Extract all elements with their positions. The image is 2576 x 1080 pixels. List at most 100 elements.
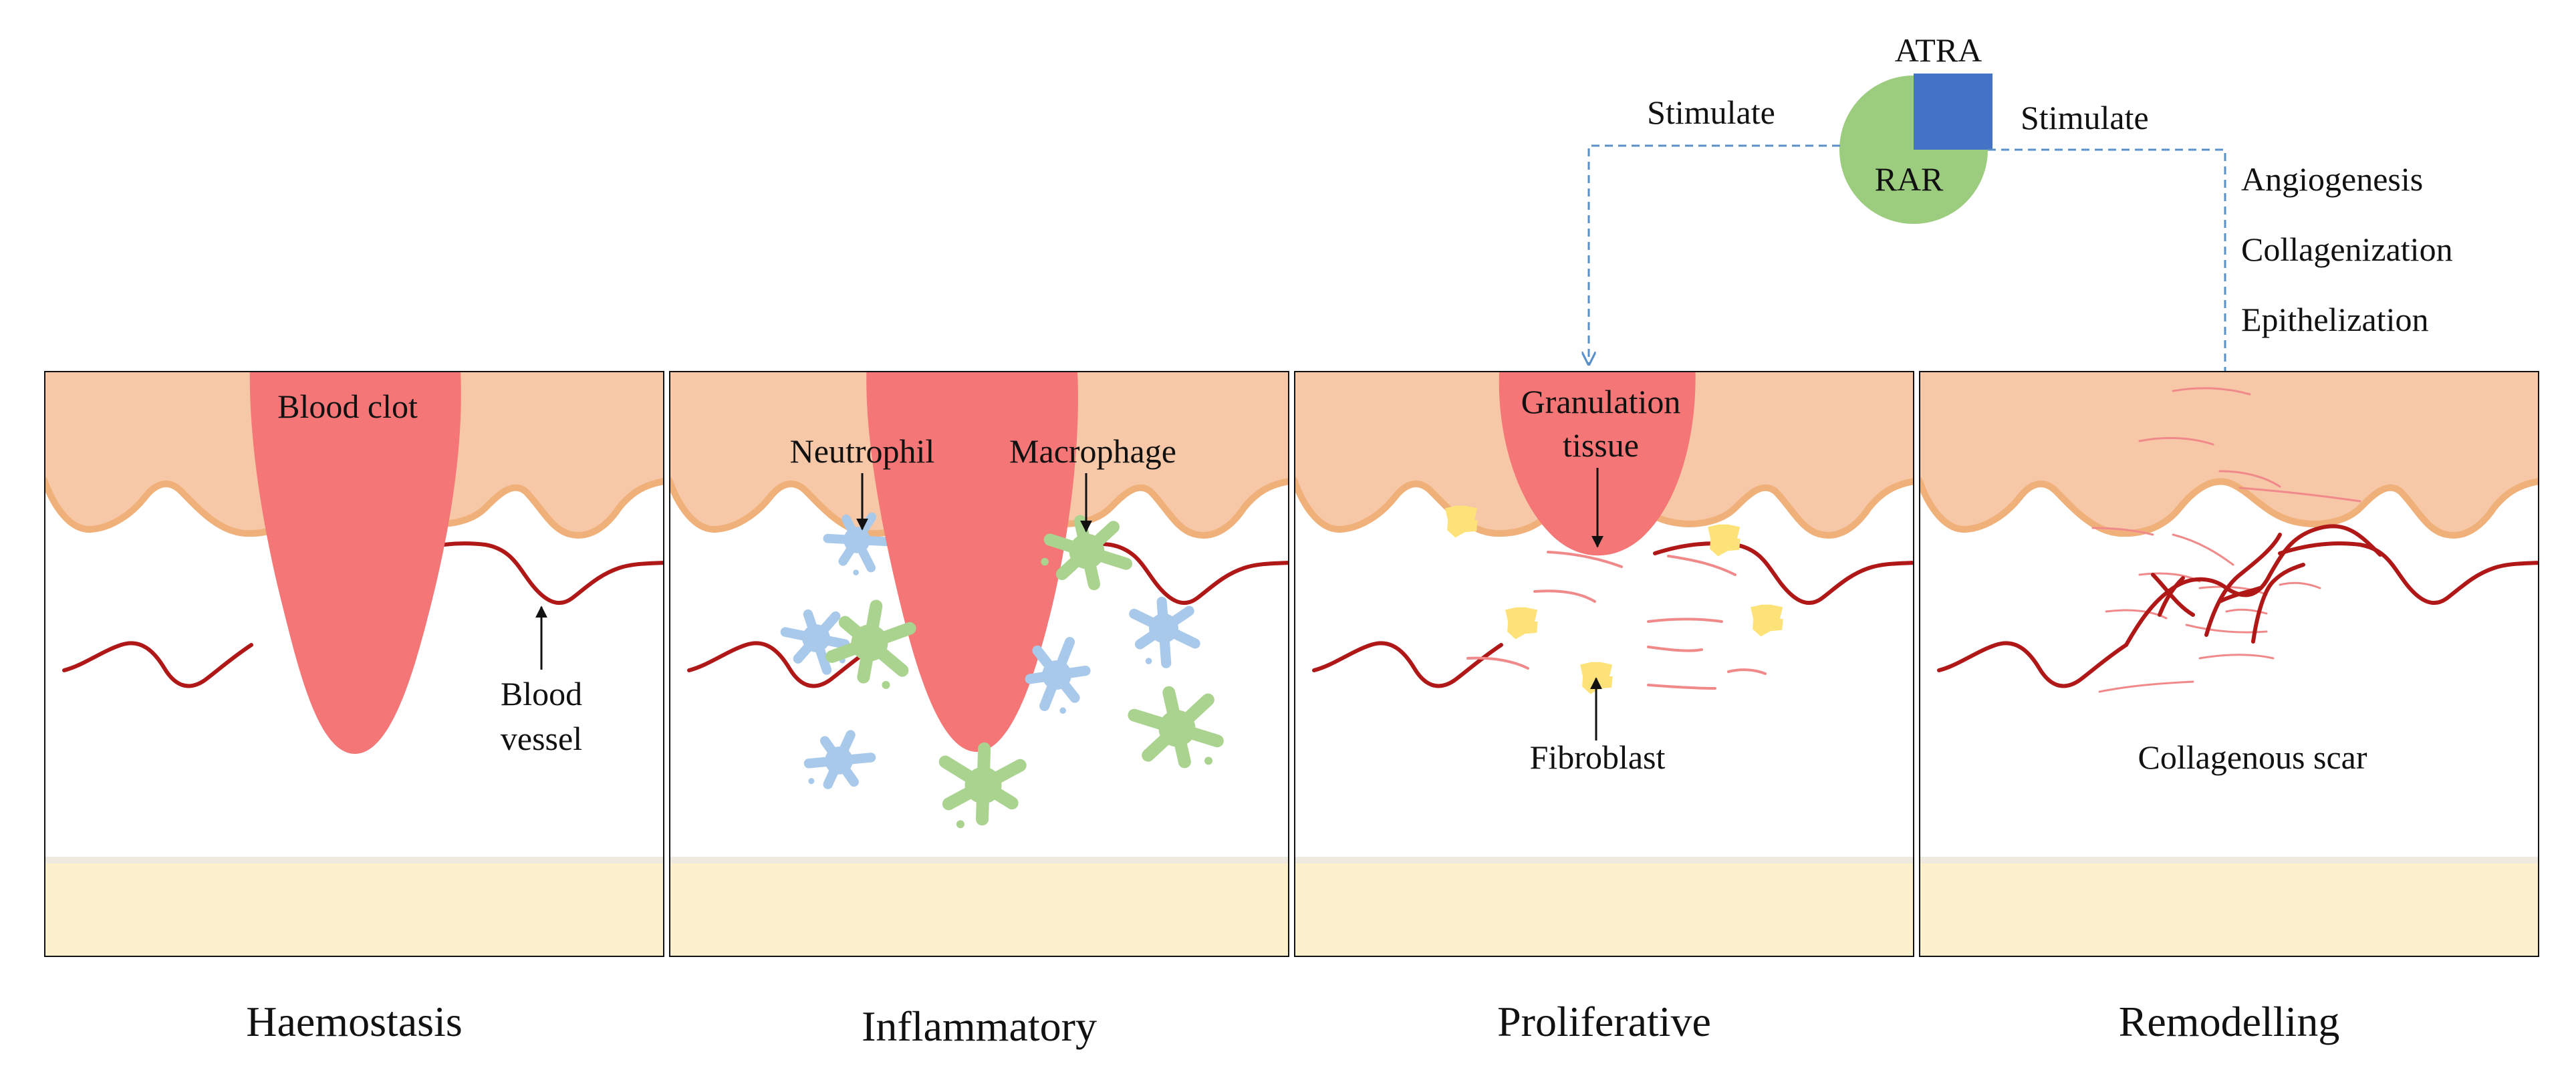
neutrophil-cell: [803, 730, 876, 789]
collagen-fiber: [1647, 684, 1716, 690]
stage-label-inflammatory: Inflammatory: [862, 1002, 1097, 1050]
macrophage-cell: [1041, 515, 1132, 591]
stimulate-left-label: Stimulate: [1647, 94, 1775, 131]
subcutaneous-layer: [1294, 862, 1914, 957]
blood-vessel-label-line1: Blood: [501, 675, 582, 712]
blood-vessel-left: [1312, 641, 1503, 688]
macrophage-cell-arm: [1170, 693, 1214, 735]
new-blood-vessel: [2204, 533, 2282, 637]
macrophage-cell-droplet: [956, 820, 964, 829]
panel-proliferative: [1294, 371, 1914, 957]
subcutaneous-edge: [44, 857, 664, 863]
collagen-fiber: [1667, 555, 1736, 576]
blood-vessel-label-line2: vessel: [501, 720, 582, 757]
blood-clot: [249, 371, 461, 754]
collagen-fiber: [1547, 551, 1623, 568]
stimulate-right-connector: [1988, 148, 2226, 371]
stage-label-haemostasis: Haemostasis: [246, 998, 463, 1045]
collagen-fiber: [1647, 646, 1703, 652]
macrophage-cell: [825, 599, 916, 689]
blood-vessel-left: [1937, 641, 2128, 688]
stage-label-proliferative: Proliferative: [1497, 998, 1711, 1045]
collagen-fiber: [2218, 470, 2281, 488]
neutrophil-cell-arm: [1051, 637, 1075, 680]
blood-clot: [866, 371, 1078, 752]
neutrophil-cell-droplet: [1059, 707, 1066, 714]
blood-vessel-left: [62, 641, 253, 688]
neutrophil-cell: [780, 609, 850, 675]
new-blood-vessel: [2218, 586, 2262, 603]
fibroblast-cell: [1505, 607, 1538, 640]
receptor-group: ATRA RAR Stimulate Stimulate Angiogenesi…: [1589, 31, 2453, 371]
panel-tissue: [44, 371, 664, 957]
panel-haemostasis: [44, 371, 664, 957]
effect-angiogenesis: Angiogenesis: [2241, 160, 2423, 198]
subcutaneous-layer: [669, 862, 1289, 957]
rar-label: RAR: [1875, 160, 1944, 198]
stimulate-right-label: Stimulate: [2021, 99, 2149, 136]
atra-label: ATRA: [1895, 31, 1982, 69]
neutrophil-cell: [1129, 596, 1200, 668]
blood-clot-label: Blood clot: [277, 388, 418, 425]
collagen-fiber: [2105, 609, 2168, 620]
neutrophil-cell-droplet: [1145, 658, 1152, 664]
neutrophil-cell-arm: [1158, 623, 1200, 649]
new-blood-vessel: [2124, 524, 2382, 647]
macrophage-cell: [1128, 686, 1224, 769]
fibroblast-cell: [1445, 505, 1478, 538]
macrophage-cell-droplet: [1204, 757, 1213, 765]
collagen-fiber: [2279, 581, 2321, 589]
granulation-tissue: [1499, 371, 1696, 556]
blood-vessel-right: [403, 541, 664, 605]
new-blood-vessel: [2151, 573, 2195, 617]
panel-inflammatory: [669, 371, 1289, 957]
neutrophil-cell: [1025, 637, 1091, 714]
stage-labels: Haemostasis Inflammatory Proliferative R…: [246, 998, 2339, 1050]
neutrophil-label: Neutrophil: [790, 432, 935, 470]
macrophage-cell-arm: [938, 755, 990, 792]
panel-tissue: [1294, 371, 1914, 957]
collagen-fiber: [2172, 533, 2234, 566]
neutrophil-cell-droplet: [853, 569, 859, 575]
granulation-label-line1: Granulation: [1521, 383, 1681, 420]
neutrophil-cell-arm: [811, 633, 832, 675]
collagen-fiber: [2238, 487, 2361, 503]
collagen-fiber: [2091, 527, 2154, 536]
macrophage-cell-droplet: [882, 680, 890, 689]
epidermis-edge: [1919, 477, 2539, 539]
macrophage-cell-arm: [1128, 708, 1184, 735]
neutrophil-cell-arm: [1051, 666, 1091, 680]
neutrophil-cell-arm: [852, 535, 893, 547]
collagen-fiber: [1466, 656, 1529, 670]
panel-tissue: [1919, 371, 2539, 957]
macrophage-cell-arm: [977, 779, 1019, 810]
subcutaneous-edge: [1919, 857, 2539, 863]
macrophage-cell-arm: [1080, 545, 1100, 591]
subcutaneous-edge: [1294, 857, 1914, 863]
neutrophil-cell-droplet: [808, 778, 815, 785]
collagen-fiber: [2198, 585, 2268, 596]
stage-label-remodelling: Remodelling: [2119, 998, 2340, 1045]
stimulate-left-connector: [1589, 144, 1840, 364]
macrophage-label: Macrophage: [1009, 432, 1176, 470]
collagen-fiber: [2098, 680, 2194, 693]
macrophage-cell-droplet: [1041, 557, 1049, 566]
panel-labels: Blood clot Blood vessel Neutrophil Macro…: [277, 383, 2367, 776]
fibroblast-cell: [1751, 604, 1783, 637]
fibroblast-label: Fibroblast: [1530, 738, 1666, 776]
collagenous-scar-label: Collagenous scar: [2138, 738, 2367, 776]
new-blood-vessel: [2158, 576, 2185, 617]
panel-tissue: [669, 371, 1289, 957]
subcutaneous-edge: [669, 857, 1289, 863]
effect-collagenization: Collagenization: [2241, 231, 2453, 268]
effect-epithelization: Epithelization: [2241, 301, 2428, 338]
neutrophil-cell-arm: [811, 611, 841, 644]
collagen-fiber: [2138, 436, 2214, 446]
collagen-fiber: [1533, 589, 1596, 603]
collagen-fiber: [1727, 668, 1767, 675]
collagen-fiber: [1647, 618, 1723, 623]
granulation-label-line2: tissue: [1563, 426, 1639, 464]
epidermis-layer: [1919, 371, 2539, 535]
